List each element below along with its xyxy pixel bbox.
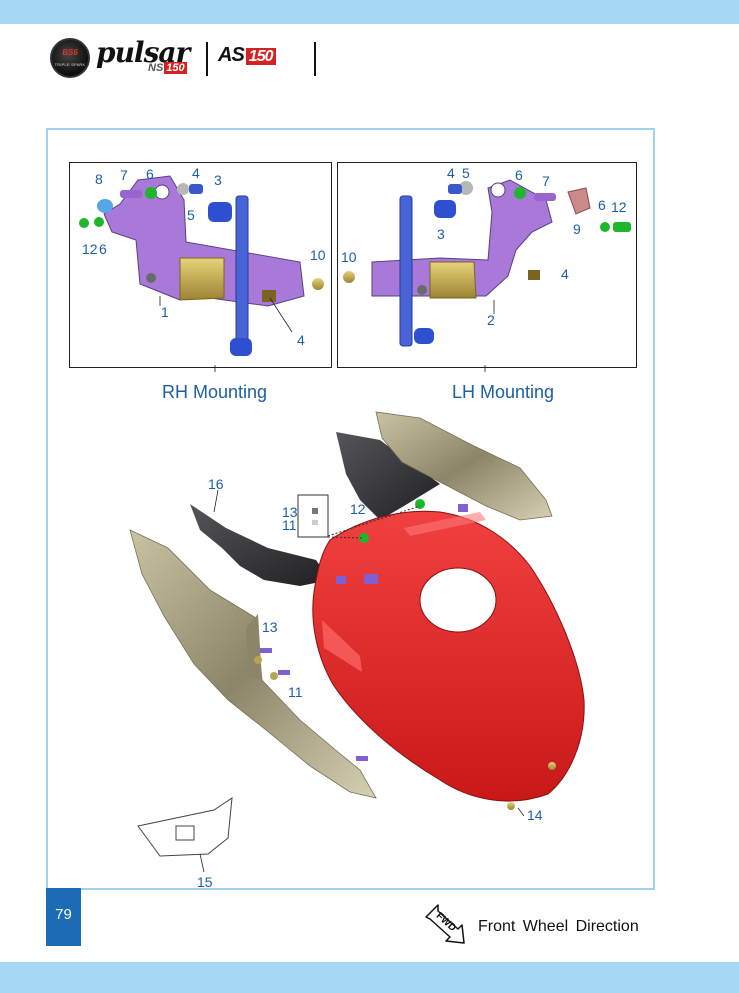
fwd-arrow-icon: FWD <box>425 904 465 944</box>
callout-lh-3: 3 <box>437 226 445 242</box>
logo-divider <box>314 42 316 76</box>
callout-main-13b: 13 <box>262 619 278 635</box>
callout-main-11b: 11 <box>288 684 303 700</box>
callout-rh-8: 8 <box>95 171 103 187</box>
page-number-box: 79 <box>46 888 81 946</box>
rh-bracket <box>79 175 324 356</box>
rear-dark-shroud <box>336 432 440 520</box>
bs6-badge: BS6 TRIPLE SPARK <box>50 38 90 78</box>
lh-bracket <box>343 179 631 347</box>
detail-inset <box>297 494 421 539</box>
callout-main-14: 14 <box>527 807 543 823</box>
callout-lh-5: 5 <box>462 165 470 181</box>
callout-lh-10: 10 <box>341 249 357 265</box>
diagram-frame <box>46 128 655 890</box>
lh-mounting-caption: LH Mounting <box>452 382 555 402</box>
callout-rh-6: 6 <box>146 166 154 182</box>
callout-main-16: 16 <box>208 476 224 492</box>
callout-rh-7: 7 <box>120 167 128 183</box>
callout-main-11: 11 <box>282 517 297 533</box>
callout-rh-4b: 4 <box>297 332 305 348</box>
callout-lh-2: 2 <box>487 312 495 328</box>
upper-gold-cowl <box>375 411 553 521</box>
callout-rh-6b: 6 <box>99 241 107 257</box>
callout-rh-3: 3 <box>214 172 222 188</box>
top-band <box>0 0 739 24</box>
callout-lh-6b: 6 <box>598 197 606 213</box>
callout-lh-4b: 4 <box>561 266 569 282</box>
callout-rh-5: 5 <box>187 207 195 223</box>
front-wheel-direction-label: Front Wheel Direction <box>478 918 639 935</box>
callout-lh-4: 4 <box>447 165 455 181</box>
model-text: AS <box>218 44 245 66</box>
page-number: 79 <box>55 906 72 923</box>
fuel-tank-cover <box>312 504 585 802</box>
brand-sub-number: 150 <box>164 62 187 74</box>
callout-main-13: 13 <box>282 504 298 520</box>
callout-rh-4: 4 <box>192 165 200 181</box>
callout-lh-12: 12 <box>611 199 627 215</box>
brand-sub-text: NS <box>148 62 164 74</box>
leader-lines <box>159 296 525 873</box>
callout-lh-9: 9 <box>573 221 581 237</box>
small-fasteners <box>254 499 556 810</box>
callout-lh-7: 7 <box>542 173 550 189</box>
callout-main-15: 15 <box>197 874 213 890</box>
callout-main-12: 12 <box>350 501 366 517</box>
logo-divider <box>206 42 208 76</box>
emblem-part <box>137 796 233 857</box>
dark-side-panel <box>190 504 330 586</box>
callout-rh-10: 10 <box>310 247 326 263</box>
badge-bottom-text: TRIPLE SPARK <box>54 62 86 67</box>
badge-top-text: BS6 <box>62 48 78 57</box>
bottom-band <box>0 962 739 993</box>
model-number: 150 <box>245 48 276 65</box>
callout-lh-6: 6 <box>515 167 523 183</box>
rh-mounting-caption: RH Mounting <box>162 382 268 402</box>
callout-rh-12: 12 <box>82 241 98 257</box>
callout-rh-1: 1 <box>161 304 169 320</box>
